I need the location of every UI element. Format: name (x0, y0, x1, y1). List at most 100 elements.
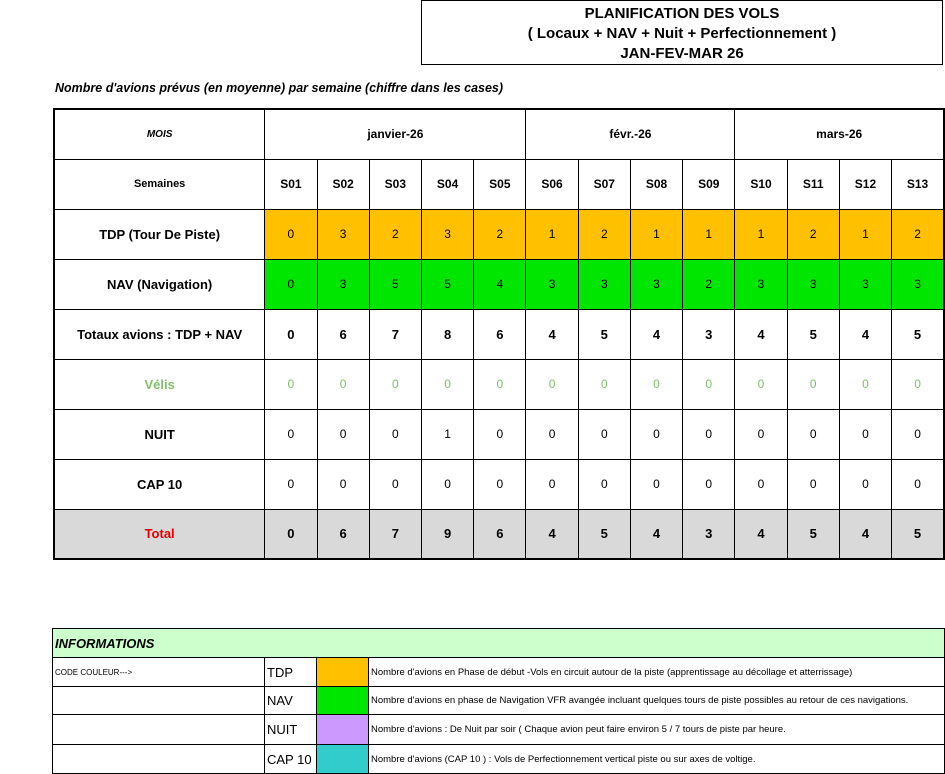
months-row: MOIS janvier-26 févr.-26 mars-26 (53, 108, 945, 160)
value-cell: 4 (473, 258, 527, 310)
value-cell: 0 (891, 408, 945, 460)
value-cell: 0 (264, 458, 318, 510)
month-cell: mars-26 (734, 108, 945, 160)
empty-cell (52, 714, 265, 745)
value-cell: 2 (891, 208, 945, 260)
week-cell: S01 (264, 158, 318, 210)
info-table: INFORMATIONS CODE COULEUR---> TDP Nombre… (51, 628, 945, 774)
value-cell: 0 (316, 458, 370, 510)
value-cell: 0 (368, 408, 422, 460)
value-cell: 0 (368, 458, 422, 510)
week-cell: S12 (838, 158, 893, 210)
legend-swatch-tdp (316, 657, 369, 687)
week-cell: S02 (316, 158, 370, 210)
value-cell: 4 (629, 308, 684, 360)
value-cell: 0 (316, 358, 370, 410)
value-cell: 4 (629, 508, 684, 560)
week-cell: S04 (420, 158, 475, 210)
value-cell: 3 (420, 208, 475, 260)
value-cell: 7 (368, 508, 422, 560)
value-cell: 0 (420, 458, 475, 510)
value-cell: 0 (577, 408, 631, 460)
row-label: TDP (Tour De Piste) (53, 208, 266, 260)
value-cell: 4 (838, 308, 893, 360)
value-cell: 0 (264, 308, 318, 360)
legend-swatch-nuit (316, 714, 369, 745)
row-cap10: CAP 10 0 0 0 0 0 0 0 0 0 0 0 0 0 (53, 458, 945, 510)
title-box: PLANIFICATION DES VOLS ( Locaux + NAV + … (421, 0, 943, 65)
value-cell: 0 (577, 458, 631, 510)
value-cell: 3 (734, 258, 788, 310)
title-line-3: JAN-FEV-MAR 26 (620, 45, 744, 62)
value-cell: 5 (786, 308, 840, 360)
value-cell: 2 (368, 208, 422, 260)
legend-tag: NAV (264, 686, 317, 715)
value-cell: 0 (473, 408, 527, 460)
table-subtitle: Nombre d'avions prévus (en moyenne) par … (55, 81, 504, 95)
row-total: Total 0 6 7 9 6 4 5 4 3 4 5 4 5 (53, 508, 945, 560)
value-cell: 3 (786, 258, 840, 310)
value-cell: 3 (682, 508, 736, 560)
value-cell: 1 (525, 208, 579, 260)
value-cell: 0 (473, 358, 527, 410)
value-cell: 0 (316, 408, 370, 460)
row-velis: Vélis 0 0 0 0 0 0 0 0 0 0 0 0 0 (53, 358, 945, 410)
value-cell: 0 (368, 358, 422, 410)
value-cell: 6 (473, 308, 527, 360)
row-label: Total (53, 508, 266, 560)
legend-tag: CAP 10 (264, 744, 317, 774)
row-label: CAP 10 (53, 458, 266, 510)
value-cell: 6 (473, 508, 527, 560)
value-cell: 5 (891, 508, 945, 560)
value-cell: 0 (786, 458, 840, 510)
legend-swatch-cap10 (316, 744, 369, 774)
value-cell: 0 (891, 458, 945, 510)
month-cell: janvier-26 (264, 108, 527, 160)
value-cell: 0 (525, 408, 579, 460)
legend-description: Nombre d'avions (CAP 10 ) : Vols de Perf… (367, 744, 945, 774)
row-label: NAV (Navigation) (53, 258, 266, 310)
week-cell: S06 (525, 158, 579, 210)
week-cell: S03 (368, 158, 422, 210)
value-cell: 2 (577, 208, 631, 260)
value-cell: 2 (473, 208, 527, 260)
weeks-row: Semaines S01 S02 S03 S04 S05 S06 S07 S08… (53, 158, 945, 210)
planning-table: MOIS janvier-26 févr.-26 mars-26 Semaine… (53, 108, 945, 560)
value-cell: 5 (577, 508, 631, 560)
value-cell: 1 (629, 208, 684, 260)
value-cell: 2 (682, 258, 736, 310)
legend-tag: TDP (264, 657, 317, 687)
value-cell: 6 (316, 308, 370, 360)
value-cell: 5 (786, 508, 840, 560)
value-cell: 0 (264, 358, 318, 410)
semaines-label: Semaines (53, 158, 266, 210)
row-nav: NAV (Navigation) 0 3 5 5 4 3 3 3 2 3 3 3… (53, 258, 945, 310)
value-cell: 0 (734, 358, 788, 410)
value-cell: 0 (682, 458, 736, 510)
value-cell: 3 (525, 258, 579, 310)
empty-cell (52, 686, 265, 715)
title-line-2: ( Locaux + NAV + Nuit + Perfectionnement… (527, 25, 837, 42)
legend-row-nuit: NUIT Nombre d'avions : De Nuit par soir … (52, 714, 945, 745)
code-couleur-label: CODE COULEUR---> (52, 657, 265, 687)
value-cell: 3 (629, 258, 684, 310)
value-cell: 0 (838, 358, 893, 410)
row-nuit: NUIT 0 0 0 1 0 0 0 0 0 0 0 0 0 (53, 408, 945, 460)
mois-label: MOIS (53, 108, 266, 160)
value-cell: 1 (420, 408, 475, 460)
value-cell: 3 (682, 308, 736, 360)
legend-description: Nombre d'avions en Phase de début -Vols … (367, 657, 945, 687)
value-cell: 0 (629, 358, 684, 410)
value-cell: 3 (891, 258, 945, 310)
month-cell: févr.-26 (525, 108, 736, 160)
value-cell: 0 (420, 358, 475, 410)
value-cell: 0 (891, 358, 945, 410)
value-cell: 3 (316, 208, 370, 260)
value-cell: 4 (838, 508, 893, 560)
row-label: NUIT (53, 408, 266, 460)
value-cell: 4 (525, 308, 579, 360)
week-cell: S08 (629, 158, 684, 210)
week-cell: S11 (786, 158, 840, 210)
value-cell: 3 (577, 258, 631, 310)
value-cell: 0 (525, 458, 579, 510)
